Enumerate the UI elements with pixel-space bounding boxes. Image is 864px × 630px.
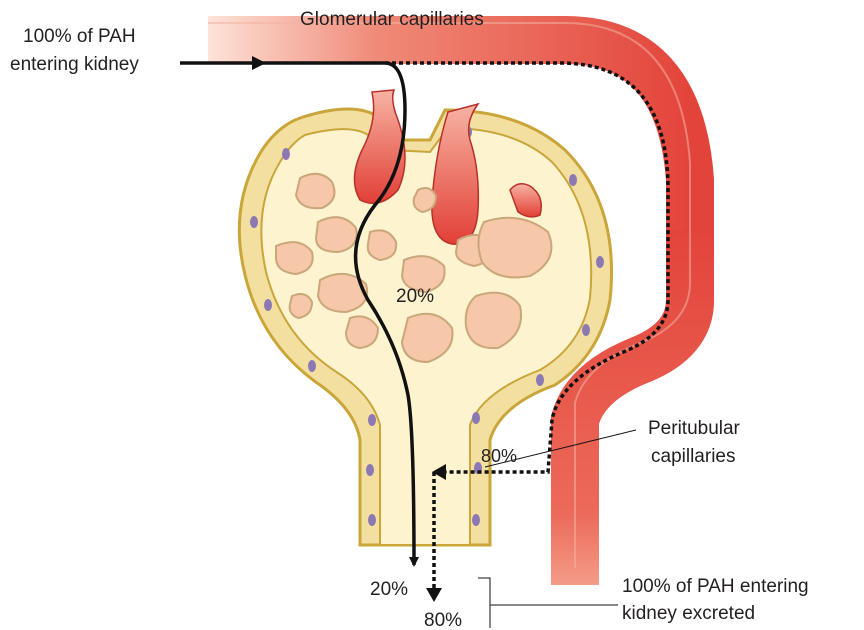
secreted-down-arrowhead-icon xyxy=(426,588,442,602)
bottom-secreted-percent-label: 80% xyxy=(424,610,462,630)
secreted-percent-label: 80% xyxy=(481,446,517,466)
peritubular-label-line2: capillaries xyxy=(651,446,735,467)
pah-entering-label-line1: 100% of PAH xyxy=(23,26,136,47)
bottom-filtered-percent-label: 20% xyxy=(370,579,408,600)
excreted-label-line1: 100% of PAH entering xyxy=(622,576,809,597)
glomerular-capillaries-label: Glomerular capillaries xyxy=(300,9,484,30)
filtered-percent-label: 20% xyxy=(396,286,434,307)
excretion-bracket xyxy=(478,578,618,628)
peritubular-label-line1: Peritubular xyxy=(648,418,741,439)
pah-entering-label-line2: entering kidney xyxy=(10,54,139,75)
excreted-label-line2: kidney excreted xyxy=(622,603,755,624)
